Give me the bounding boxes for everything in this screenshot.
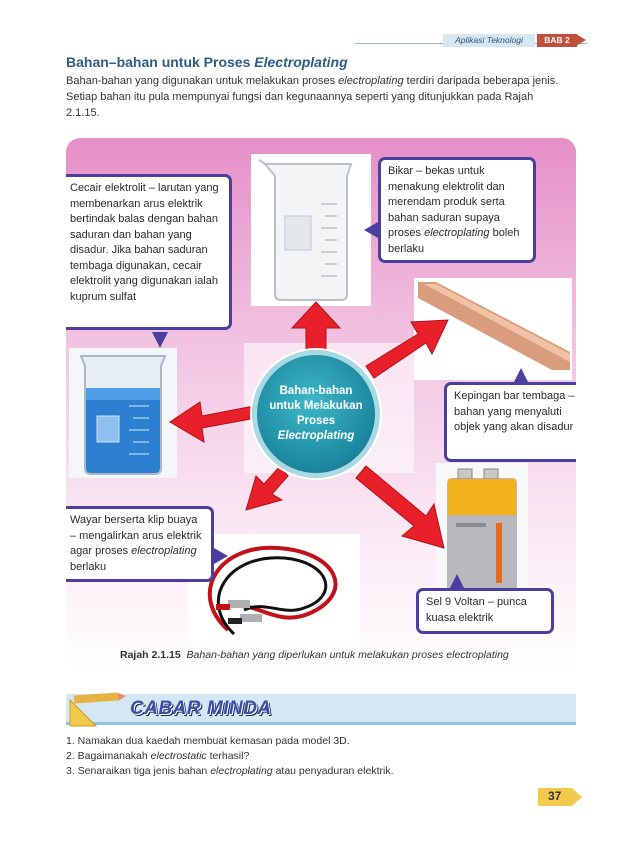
cabar-minda-rule xyxy=(66,722,576,725)
chapter-title: Aplikasi Teknologi xyxy=(443,34,535,47)
pointer-beaker xyxy=(364,222,378,238)
callout-wire: Wayar berserta klip buaya – mengalirkan … xyxy=(66,506,214,582)
arrow-left xyxy=(169,401,257,443)
crocodile-clip-wire-image xyxy=(188,534,360,642)
header-tail-icon xyxy=(576,34,586,46)
figure-caption: Rajah 2.1.15 Bahan-bahan yang diperlukan… xyxy=(120,649,509,661)
pointer-wire xyxy=(214,548,228,564)
arrow-lower-left xyxy=(245,465,289,511)
page-number: 37 xyxy=(548,789,562,803)
empty-beaker-image xyxy=(251,154,371,306)
callout-battery: Sel 9 Voltan – punca kuasa elektrik xyxy=(416,588,554,634)
question-1: 1. Namakan dua kaedah membuat kemasan pa… xyxy=(66,735,350,747)
callout-beaker: Bikar – bekas untuk menakung elektrolit … xyxy=(378,157,536,263)
arrow-upper-right xyxy=(365,319,449,379)
callout-copper-bar: Kepingan bar tembaga – bahan yang menyal… xyxy=(444,382,576,462)
question-3: 3. Senaraikan tiga jenis bahan electropl… xyxy=(66,765,394,777)
battery-9v-image xyxy=(436,463,528,603)
section-title: Bahan–bahan untuk Proses Electroplating xyxy=(66,54,348,70)
page-number-badge xyxy=(538,788,582,806)
materials-hub: Bahan-bahan untuk Melakukan Proses Elect… xyxy=(252,350,380,478)
ruler-pencil-icon xyxy=(69,692,126,727)
question-2: 2. Bagaimanakah electrostatic terhasil? xyxy=(66,750,250,762)
page-header: Aplikasi Teknologi BAB 2 xyxy=(0,32,638,48)
pointer-copper-bar xyxy=(514,368,528,382)
arrow-up xyxy=(290,301,342,353)
chapter-number: BAB 2 xyxy=(537,34,577,47)
pointer-electrolyte xyxy=(152,332,168,348)
question-list: 1. Namakan dua kaedah membuat kemasan pa… xyxy=(66,734,393,779)
arrow-lower-right xyxy=(355,465,445,549)
intro-paragraph: Bahan-bahan yang digunakan untuk melakuk… xyxy=(66,75,559,119)
cabar-minda-title: CABAR MINDA xyxy=(130,698,272,719)
callout-pointers xyxy=(152,222,528,588)
figure-panel: Bahan-bahan untuk Melakukan Proses Elect… xyxy=(66,138,576,672)
pointer-battery xyxy=(450,574,464,588)
callout-electrolyte: Cecair elektrolit – larutan yang membena… xyxy=(66,174,232,330)
cabar-minda-bar xyxy=(66,694,576,722)
electrolyte-beaker-image xyxy=(69,348,177,478)
connector-arrows xyxy=(169,301,449,549)
